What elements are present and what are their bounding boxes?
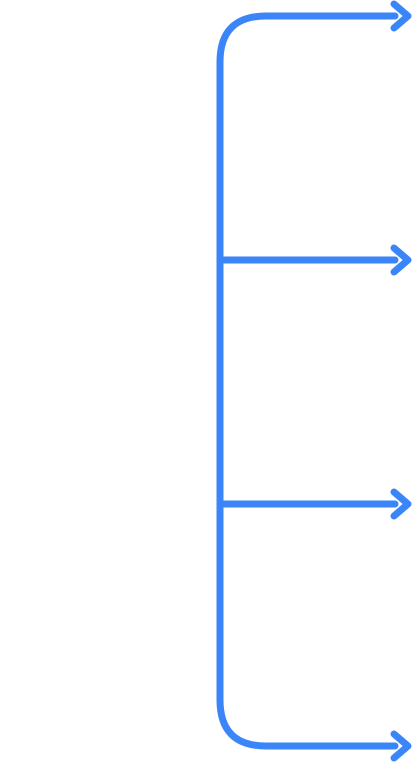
arrowhead-4-icon bbox=[390, 730, 412, 762]
branch-spine bbox=[216, 12, 399, 750]
arrowhead-3-icon bbox=[390, 488, 412, 520]
arrowhead-1-icon bbox=[390, 0, 412, 32]
arrowhead-2-icon bbox=[390, 244, 412, 276]
